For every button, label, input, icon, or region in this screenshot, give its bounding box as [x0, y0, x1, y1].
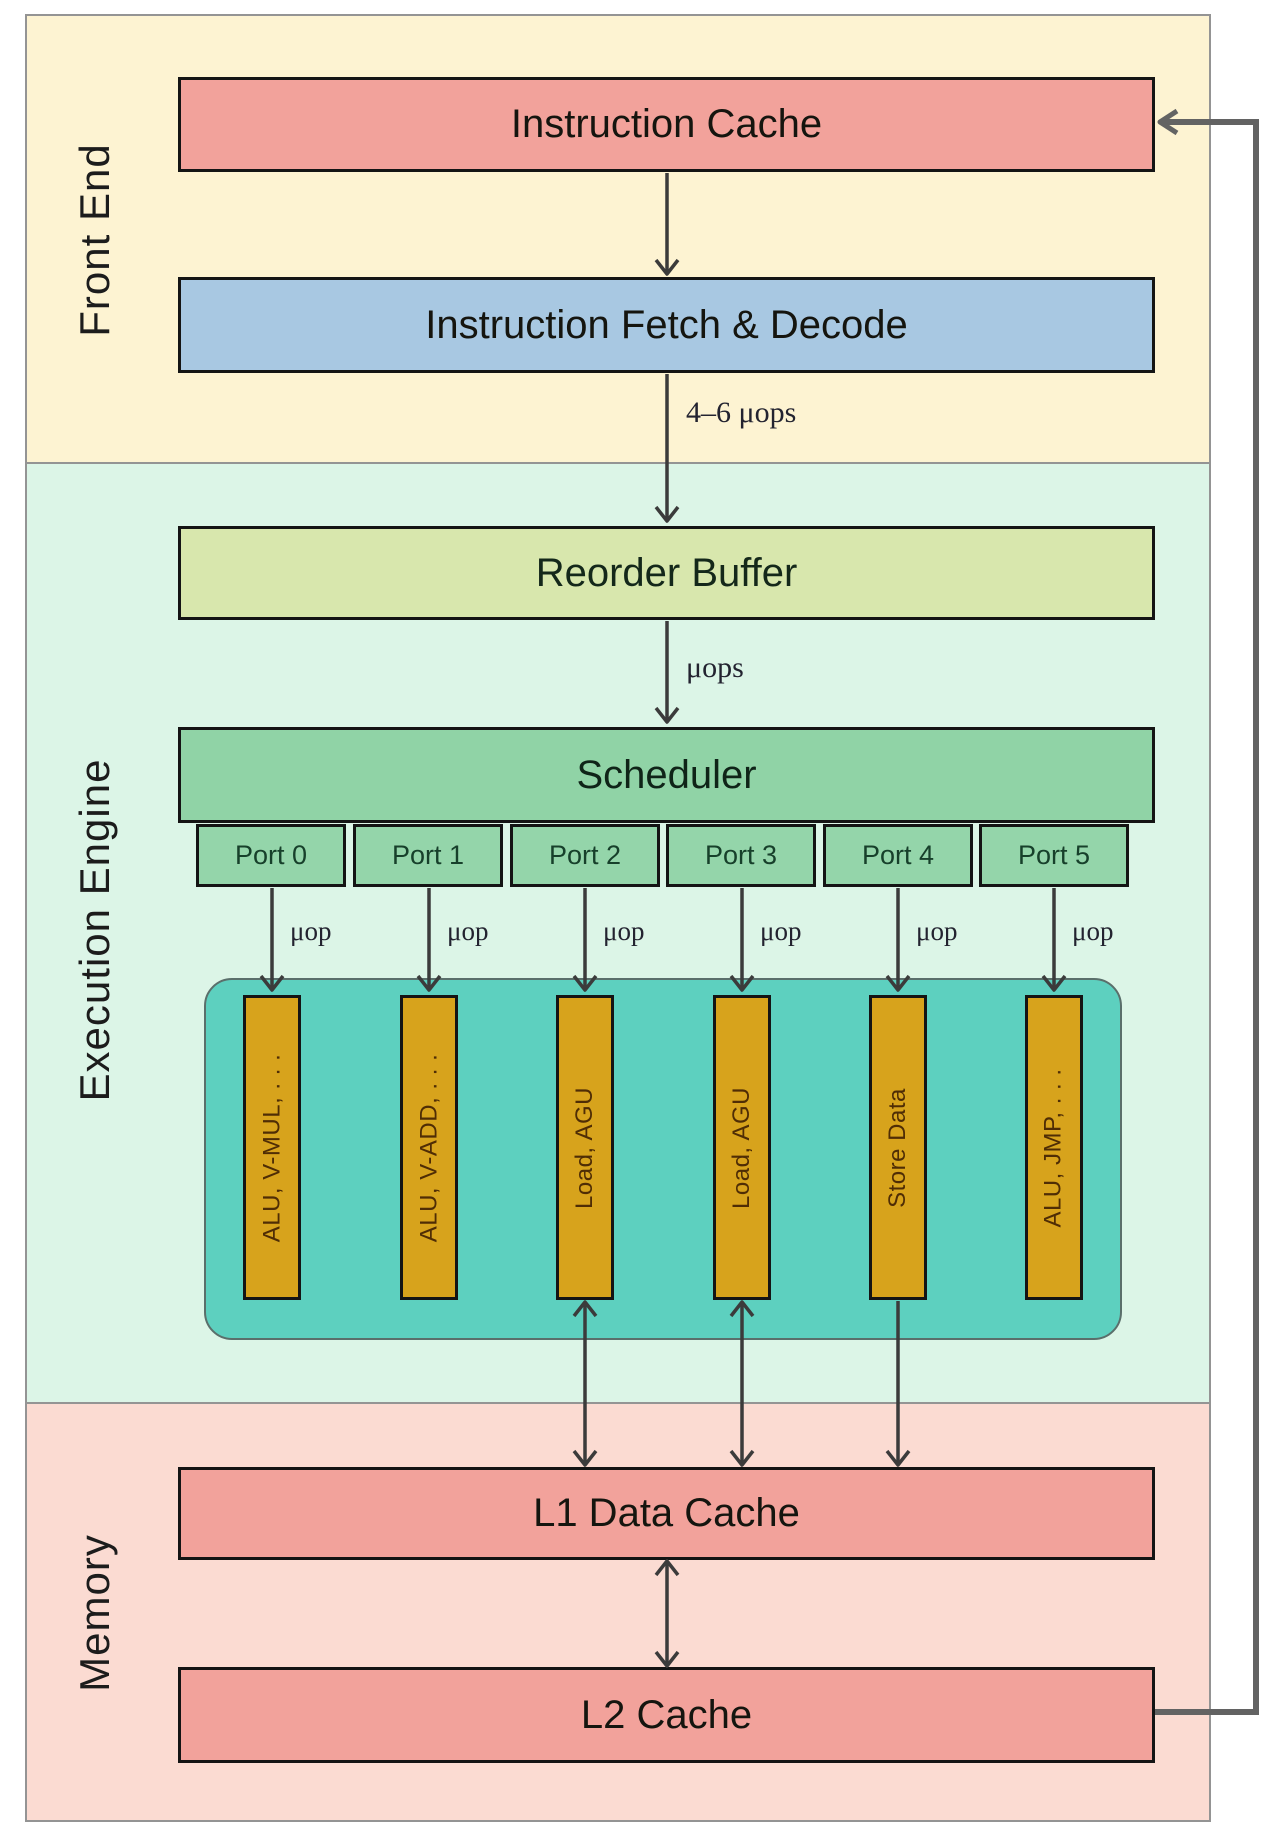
uop-label-5: μop [1072, 916, 1114, 946]
uop-label-1: μop [447, 916, 489, 946]
unit-port0-alu-vmul: ALU, V-MUL, . . . [243, 995, 301, 1300]
execution-units-cluster [204, 978, 1122, 1340]
unit-port0-label: ALU, V-MUL, . . . [258, 1053, 286, 1242]
rob-to-scheduler-label: μops [686, 651, 744, 684]
port-5: Port 5 [979, 824, 1129, 887]
unit-port2-label: Load, AGU [571, 1086, 599, 1209]
memory-label: Memory [71, 1534, 118, 1692]
scheduler-block: Scheduler [178, 727, 1155, 823]
instruction-cache-block: Instruction Cache [178, 77, 1155, 172]
uop-label-0: μop [290, 916, 332, 946]
unit-port3-label: Load, AGU [728, 1086, 756, 1209]
port-2: Port 2 [510, 824, 660, 887]
l2-cache-block: L2 Cache [178, 1667, 1155, 1763]
uop-label-4: μop [916, 916, 958, 946]
port-0: Port 0 [196, 824, 346, 887]
port-1: Port 1 [353, 824, 503, 887]
execution-engine-label: Execution Engine [71, 758, 118, 1102]
unit-port2-load-agu: Load, AGU [556, 995, 614, 1300]
unit-port5-alu-jmp: ALU, JMP, . . . [1025, 995, 1083, 1300]
front-end-label: Front End [71, 143, 118, 337]
reorder-buffer-block: Reorder Buffer [178, 526, 1155, 620]
unit-port1-alu-vadd: ALU, V-ADD, . . . [400, 995, 458, 1300]
port-4: Port 4 [823, 824, 973, 887]
uop-label-2: μop [603, 916, 645, 946]
unit-port3-load-agu: Load, AGU [713, 995, 771, 1300]
port-3: Port 3 [666, 824, 816, 887]
unit-port4-store-data: Store Data [869, 995, 927, 1300]
unit-port5-label: ALU, JMP, . . . [1040, 1067, 1068, 1228]
instruction-fetch-decode-block: Instruction Fetch & Decode [178, 277, 1155, 373]
l1-data-cache-block: L1 Data Cache [178, 1467, 1155, 1560]
unit-port1-label: ALU, V-ADD, . . . [415, 1053, 443, 1242]
unit-port4-label: Store Data [884, 1087, 912, 1208]
uop-label-3: μop [760, 916, 802, 946]
fetch-to-rob-label: 4–6 μops [686, 396, 797, 429]
